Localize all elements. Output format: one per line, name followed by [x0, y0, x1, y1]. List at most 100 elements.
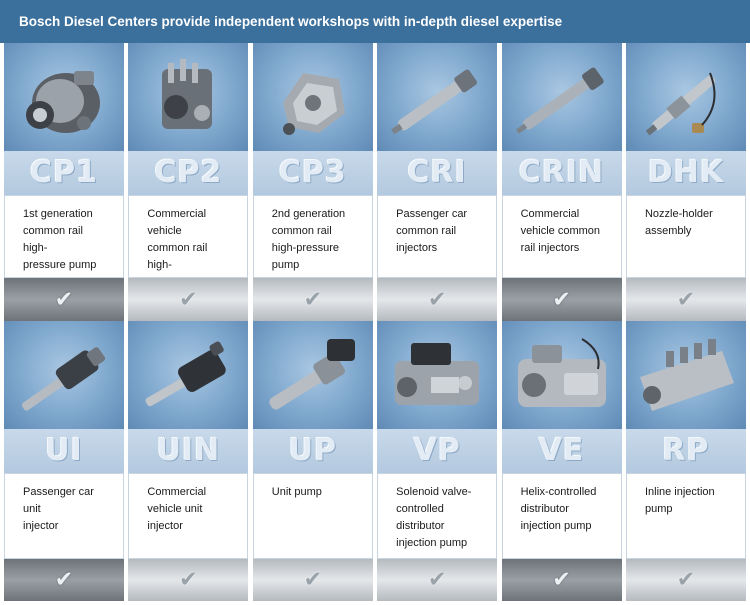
- product-cp2: CP2 Commercial vehicle common rail high-…: [128, 43, 249, 288]
- product-description: Passenger car common rail injectors: [377, 195, 498, 278]
- product-cri: CRI Passenger car common rail injectors: [377, 43, 498, 278]
- desc-line: Commercial vehicle: [147, 208, 207, 237]
- product-description: Commercial vehicle unit injector: [128, 473, 249, 559]
- product-code: CP2: [128, 151, 249, 195]
- product-row-2: UI Passenger car unit injector: [4, 321, 746, 601]
- product-vp: VP Solenoid valve- controlled distributo…: [377, 321, 498, 559]
- check-band: ✔: [4, 559, 124, 601]
- distributor-pump-icon: [377, 321, 498, 429]
- product-description: Nozzle-holder assembly: [625, 195, 746, 278]
- desc-line: distributor: [520, 503, 569, 515]
- nozzle-holder-icon: [625, 43, 746, 151]
- product-code: CP1: [4, 151, 124, 195]
- product-description: Commercial vehicle common rail injectors: [501, 195, 622, 278]
- injector-icon: [501, 43, 622, 151]
- product-up: UP Unit pump: [252, 321, 373, 559]
- product-code: RP: [625, 429, 746, 473]
- check-band: ✔: [625, 559, 746, 601]
- product-ve: VE Helix-controlled distributor injectio…: [501, 321, 622, 559]
- check-band: ✔: [377, 278, 498, 321]
- desc-line: injection pump: [396, 537, 468, 549]
- desc-line: injector: [23, 520, 59, 532]
- desc-line: rail injectors: [520, 242, 580, 254]
- desc-line: 2nd generation: [271, 208, 346, 220]
- desc-line: distributor: [396, 520, 445, 532]
- desc-line: vehicle unit: [147, 503, 203, 515]
- product-description: 1st generation common rail high- pressur…: [4, 195, 124, 278]
- desc-line: high-pressure: [271, 242, 340, 254]
- product-rp: RP Inline injection pump: [625, 321, 746, 559]
- check-band: ✔: [128, 278, 249, 321]
- checkmark-icon: ✔: [552, 567, 571, 593]
- product-crin: CRIN Commercial vehicle common rail inje…: [501, 43, 622, 278]
- desc-line: Commercial: [147, 486, 207, 498]
- product-code: CRI: [377, 151, 498, 195]
- desc-line: Solenoid valve-: [396, 486, 472, 498]
- product-description: Solenoid valve- controlled distributor i…: [377, 473, 498, 559]
- product-code: UI: [4, 429, 124, 473]
- high-pressure-pump-icon: [128, 43, 249, 151]
- product-description: Unit pump: [252, 473, 373, 559]
- product-description: Inline injection pump: [625, 473, 746, 559]
- desc-line: Nozzle-holder: [644, 208, 713, 220]
- checkmark-icon: ✔: [54, 287, 74, 312]
- desc-line: Passenger car: [396, 208, 468, 220]
- desc-line: Unit pump: [271, 486, 322, 498]
- distributor-pump-icon: [501, 321, 622, 429]
- product-code: VP: [377, 429, 498, 473]
- checkmark-icon: ✔: [427, 567, 447, 593]
- checkmark-icon: ✔: [54, 567, 74, 593]
- desc-line: assembly: [644, 225, 692, 237]
- desc-line: common rail high-: [23, 225, 83, 254]
- desc-line: vehicle common: [520, 225, 601, 237]
- product-grid: CP1 1st generation common rail high- pre…: [4, 43, 746, 601]
- unit-injector-icon: [4, 321, 124, 429]
- page-title: Bosch Diesel Centers provide independent…: [0, 0, 750, 43]
- inline-pump-icon: [625, 321, 746, 429]
- check-band: ✔: [128, 559, 249, 601]
- checkmark-icon: ✔: [303, 287, 322, 312]
- product-description: Helix-controlled distributor injection p…: [501, 473, 622, 559]
- product-code: UIN: [128, 429, 249, 473]
- product-code: DHK: [625, 151, 746, 195]
- unit-injector-icon: [128, 321, 249, 429]
- checkmark-icon: ✔: [552, 287, 571, 312]
- desc-line: pressure pump: [23, 259, 97, 271]
- desc-line: pump: [271, 259, 300, 271]
- desc-line: pump: [644, 503, 673, 515]
- desc-line: Helix-controlled: [520, 486, 597, 498]
- product-ui: UI Passenger car unit injector: [4, 321, 124, 559]
- check-band: ✔: [501, 559, 622, 601]
- product-cp1: CP1 1st generation common rail high- pre…: [4, 43, 124, 278]
- product-description: Commercial vehicle common rail high- pre…: [128, 195, 249, 288]
- product-code: CRIN: [501, 151, 622, 195]
- high-pressure-pump-icon: [4, 43, 124, 151]
- product-code: UP: [252, 429, 373, 473]
- check-band: ✔: [377, 559, 498, 601]
- product-description: Passenger car unit injector: [4, 473, 124, 559]
- unit-pump-icon: [252, 321, 373, 429]
- desc-line: common rail high-: [147, 242, 208, 271]
- check-band: ✔: [4, 278, 124, 321]
- checkmark-icon: ✔: [179, 287, 198, 312]
- checkmark-icon: ✔: [303, 567, 322, 593]
- desc-line: Inline injection: [644, 486, 715, 498]
- desc-line: injectors: [396, 242, 438, 254]
- checkmark-icon: ✔: [676, 567, 696, 593]
- check-band: ✔: [252, 278, 373, 321]
- check-band: ✔: [252, 559, 373, 601]
- high-pressure-pump-icon: [252, 43, 373, 151]
- checkmark-icon: ✔: [676, 287, 696, 312]
- product-description: 2nd generation common rail high-pressure…: [252, 195, 373, 278]
- checkmark-icon: ✔: [179, 567, 198, 593]
- desc-line: controlled: [396, 503, 444, 515]
- desc-line: injection pump: [520, 520, 592, 532]
- check-band: ✔: [501, 278, 622, 321]
- checkmark-icon: ✔: [427, 287, 447, 312]
- product-cp3: CP3 2nd generation common rail high-pres…: [252, 43, 373, 278]
- desc-line: Passenger car unit: [23, 486, 94, 515]
- product-uin: UIN Commercial vehicle unit injector: [128, 321, 249, 559]
- injector-icon: [377, 43, 498, 151]
- desc-line: injector: [147, 520, 183, 532]
- product-row-1: CP1 1st generation common rail high- pre…: [4, 43, 746, 321]
